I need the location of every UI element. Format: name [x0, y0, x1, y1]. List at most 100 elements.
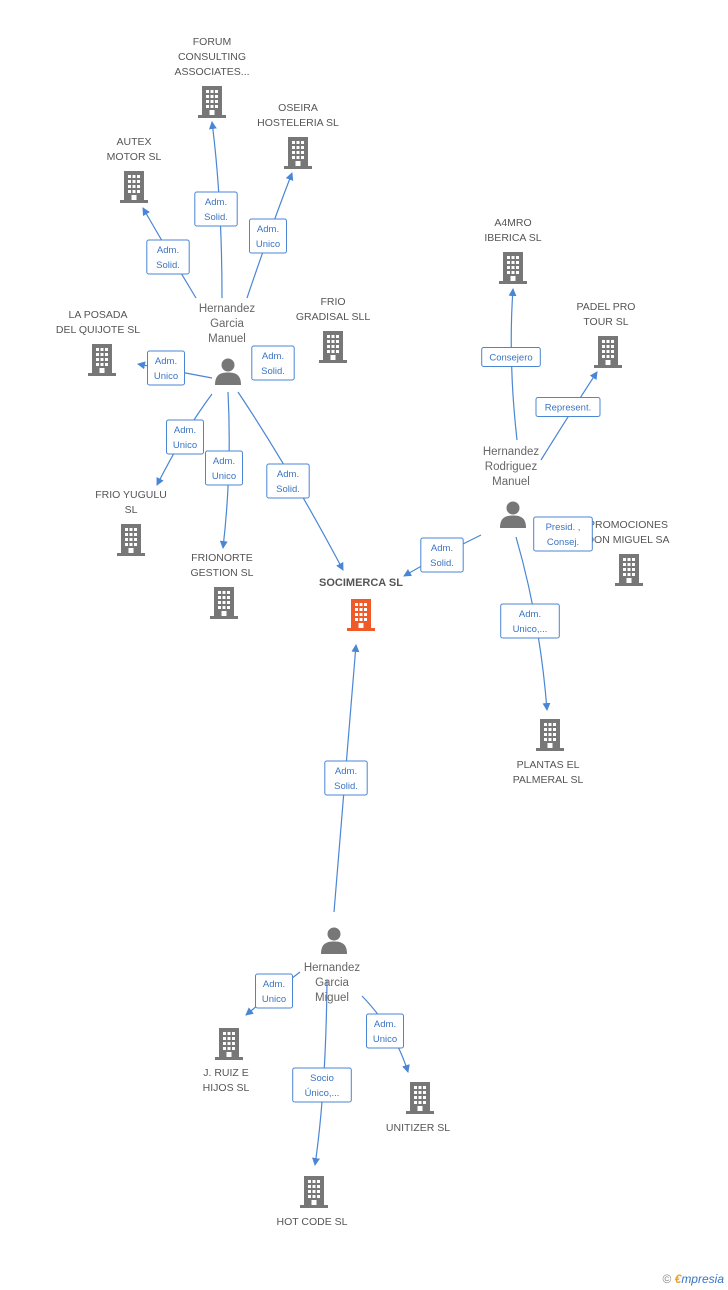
edge-label-unitizer[interactable]: Adm. Unico — [366, 1013, 404, 1049]
edge-label-box — [147, 350, 185, 386]
edge-label-text: Socio — [310, 1073, 334, 1084]
company-unitizer[interactable]: UNITIZER SL — [386, 1082, 450, 1134]
building-icon — [215, 1028, 243, 1060]
edge-label-text: Unico — [256, 239, 280, 250]
edge-label-jruiz[interactable]: Adm. Unico — [255, 973, 293, 1009]
edge-label-text: Único,... — [305, 1088, 340, 1099]
company-label: PALMERAL SL — [513, 774, 584, 786]
edge-label-plantas[interactable]: Adm.Unico,... — [500, 603, 560, 639]
company-label: J. RUIZ E — [203, 1067, 249, 1079]
building-icon — [210, 587, 238, 619]
edge-label-text: Solid. — [204, 212, 228, 223]
person-label: Garcia — [315, 977, 349, 989]
edge-label-box — [166, 419, 204, 455]
edge-label-text: Adm. — [335, 766, 357, 777]
edge-label-hotcode[interactable]: SocioÚnico,... — [292, 1067, 352, 1103]
edge-label-text: Adm. — [431, 543, 453, 554]
edge-label-box — [481, 347, 541, 367]
edge-label-text: Unico — [262, 994, 286, 1005]
edge-label-promo[interactable]: Presid. ,Consej. — [533, 516, 593, 552]
edge-label-box — [366, 1013, 404, 1049]
main-company-center[interactable]: SOCIMERCA SL — [319, 577, 403, 631]
edge-label-gradisal[interactable]: Adm.Solid. — [251, 345, 295, 381]
building-icon — [499, 252, 527, 284]
company-label: DEL QUIJOTE SL — [56, 324, 140, 336]
person-label: Manuel — [492, 476, 530, 488]
edge-label-frionorte[interactable]: Adm.Unico — [205, 450, 243, 486]
company-yugulu[interactable]: FRIO YUGULU SL — [95, 489, 167, 556]
edge-label-text: Consej. — [547, 537, 579, 548]
edge-label-text: Solid. — [156, 260, 180, 271]
edge-label-text: Adm. — [277, 469, 299, 480]
person-label: Hernandez — [199, 303, 256, 315]
company-label: LA POSADA — [69, 309, 128, 321]
edge-label-padel[interactable]: Represent. — [535, 397, 601, 417]
company-label: GESTION SL — [190, 567, 253, 579]
edge-label-text: Unico — [373, 1034, 397, 1045]
edge-label-text: Solid. — [334, 781, 358, 792]
company-label: ASSOCIATES... — [174, 66, 249, 78]
edge-label-box — [255, 973, 293, 1009]
edge-label-forum[interactable]: Adm.Solid. — [194, 191, 238, 227]
company-forum[interactable]: FORUMCONSULTINGASSOCIATES... — [174, 36, 250, 118]
company-label: PROMOCIONES — [588, 519, 668, 531]
nodes-layer: SOCIMERCA SLFORUMCONSULTINGASSOCIATES...… — [56, 36, 670, 1228]
company-posada[interactable]: LA POSADA DEL QUIJOTE SL — [56, 309, 140, 376]
person-label: Hernandez — [483, 446, 540, 458]
edge-label-text: Unico — [154, 371, 178, 382]
edge-label-box — [205, 450, 243, 486]
edge-label-box — [500, 603, 560, 639]
edge-label-text: Adm. — [257, 224, 279, 235]
edge-label-box — [266, 463, 310, 499]
company-label: SOCIMERCA SL — [319, 577, 403, 589]
company-label: CONSULTING — [178, 51, 246, 63]
brand-name: mpresia — [681, 1272, 724, 1286]
edge-label-text: Solid. — [276, 484, 300, 495]
edge-label-text: Adm. — [174, 425, 196, 436]
company-label: FRIO YUGULU — [95, 489, 167, 501]
edge-label-a4mro[interactable]: Consejero — [481, 347, 541, 367]
edge-label-posada[interactable]: Adm. Unico — [147, 350, 185, 386]
edge-label-oseira[interactable]: Adm. Unico — [249, 218, 287, 254]
building-icon — [319, 331, 347, 363]
person-label: Hernandez — [304, 962, 361, 974]
edge-label-text: Consejero — [489, 353, 532, 364]
edge-label-box — [146, 239, 190, 275]
edge-label-autex[interactable]: Adm.Solid. — [146, 239, 190, 275]
company-label: A4MRO — [494, 217, 531, 229]
building-icon — [615, 554, 643, 586]
company-label: PADEL PRO — [577, 301, 636, 313]
company-label: FRIONORTE — [191, 552, 253, 564]
building-icon — [536, 719, 564, 751]
company-label: FRIO — [320, 296, 345, 308]
company-frionorte[interactable]: FRIONORTE GESTION SL — [190, 552, 254, 619]
company-hotcode[interactable]: HOT CODE SL — [277, 1176, 348, 1228]
edge-label-box — [292, 1067, 352, 1103]
company-label: PLANTAS EL — [517, 759, 580, 771]
edge-label-box — [251, 345, 295, 381]
company-label: DON MIGUEL SA — [586, 534, 669, 546]
company-plantas[interactable]: PLANTAS EL PALMERAL SL — [513, 719, 584, 786]
edge-labels-layer: Adm.Solid.Adm.UnicoAdm.Solid.Adm.UnicoAd… — [146, 191, 601, 1103]
edge-label-text: Adm. — [374, 1019, 396, 1030]
edge-label-text: Adm. — [263, 979, 285, 990]
company-promociones[interactable]: PROMOCIONES DON MIGUEL SA — [586, 519, 670, 586]
edge-label-yugulu[interactable]: Adm.Unico — [166, 419, 204, 455]
edge-label-socim3[interactable]: Adm. Solid. — [324, 760, 368, 796]
edge-label-socim2[interactable]: Adm.Solid. — [420, 537, 464, 573]
edge-label-socim1[interactable]: Adm. Solid. — [266, 463, 310, 499]
person-label: Garcia — [210, 318, 244, 330]
company-label: AUTEX — [116, 136, 151, 148]
edge-label-text: Adm. — [155, 356, 177, 367]
building-icon — [198, 86, 226, 118]
company-label: SL — [125, 504, 138, 516]
